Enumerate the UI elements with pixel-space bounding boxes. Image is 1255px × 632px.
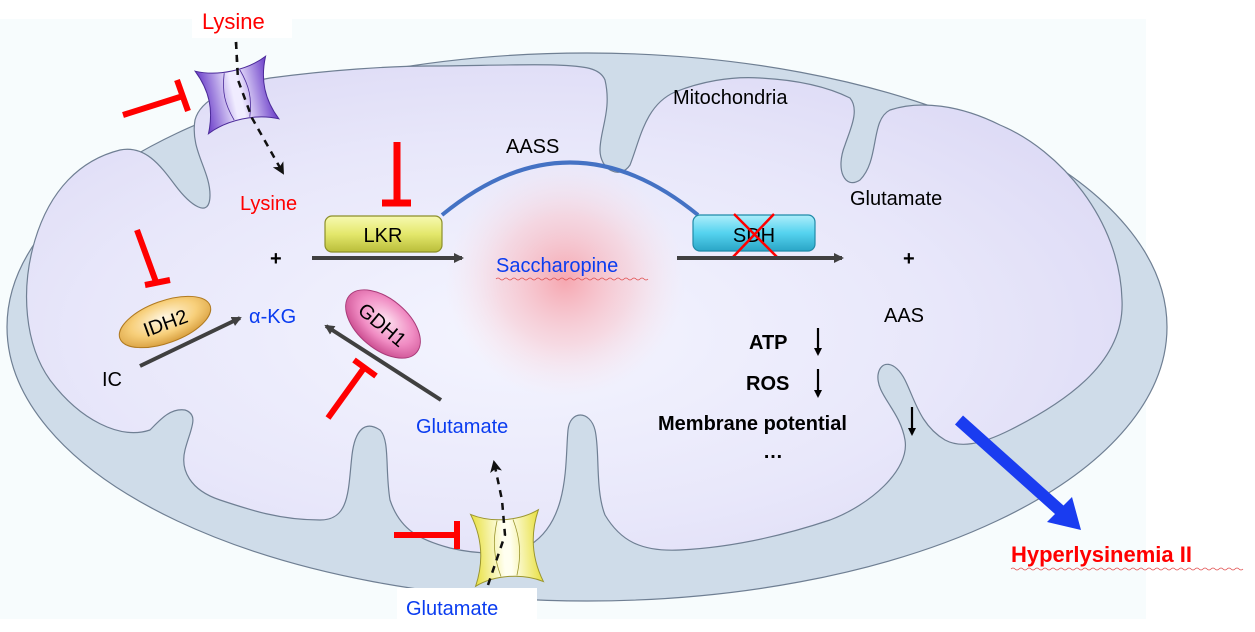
akg-label: α-KG	[249, 306, 296, 328]
lysine-outside-box	[192, 2, 292, 38]
aass-label: AASS	[506, 136, 559, 158]
lysine-inside-label: Lysine	[240, 193, 297, 215]
lysine-outside-label: Lysine	[202, 9, 265, 34]
glutamate-transport-arrow	[486, 460, 507, 586]
lkr-enzyme: LKR	[324, 215, 443, 253]
effect-more-label: …	[763, 441, 783, 463]
lkr-inhibitor-icon	[382, 142, 411, 207]
plus-right: +	[903, 248, 915, 270]
plus-left: +	[270, 248, 282, 270]
lkr-label: LKR	[364, 225, 403, 247]
ic-to-akg-arrow	[139, 316, 242, 368]
effect-membrane-potential-label: Membrane potential	[658, 413, 847, 435]
glutamate-outside-label: Glutamate	[406, 598, 498, 620]
glutamate-outside-box	[397, 588, 537, 627]
gdh1-enzyme: GDH1	[345, 289, 421, 359]
lysine-transporter-inhibitor-icon	[122, 78, 191, 118]
glutamate-transporter-icon	[469, 508, 545, 588]
glutamate-to-akg-arrow	[324, 324, 443, 402]
sdh-blocked-x-icon	[732, 213, 778, 258]
gdh1-inhibitor-icon	[325, 357, 378, 420]
idh2-inhibitor-icon	[134, 228, 171, 288]
aass-arc	[440, 160, 700, 217]
glutamate-product-label: Glutamate	[850, 188, 942, 210]
ic-label: IC	[102, 369, 122, 391]
effect-atp-label: ATP	[749, 332, 788, 354]
effect-ros-label: ROS	[746, 373, 789, 395]
outcome-label: Hyperlysinemia II	[1011, 542, 1192, 567]
saccharopine-label: Saccharopine	[496, 255, 618, 277]
idh2-enzyme: IDH2	[118, 295, 212, 349]
lysine-transport-dash-overlay	[234, 41, 254, 119]
glutamate-inside-label: Glutamate	[416, 416, 508, 438]
saccharopine-spellcheck-underline	[495, 277, 649, 281]
effects-list: ATP ROS Membrane potential …	[658, 328, 916, 463]
outcome-arrow-icon	[954, 415, 1081, 530]
lysine-transporter-icon	[193, 54, 281, 136]
mitochondria-label: Mitochondria	[673, 87, 788, 109]
glutamate-transporter-inhibitor-icon	[394, 521, 460, 549]
aas-label: AAS	[884, 305, 924, 327]
outcome-spellcheck-underline	[1010, 567, 1244, 571]
